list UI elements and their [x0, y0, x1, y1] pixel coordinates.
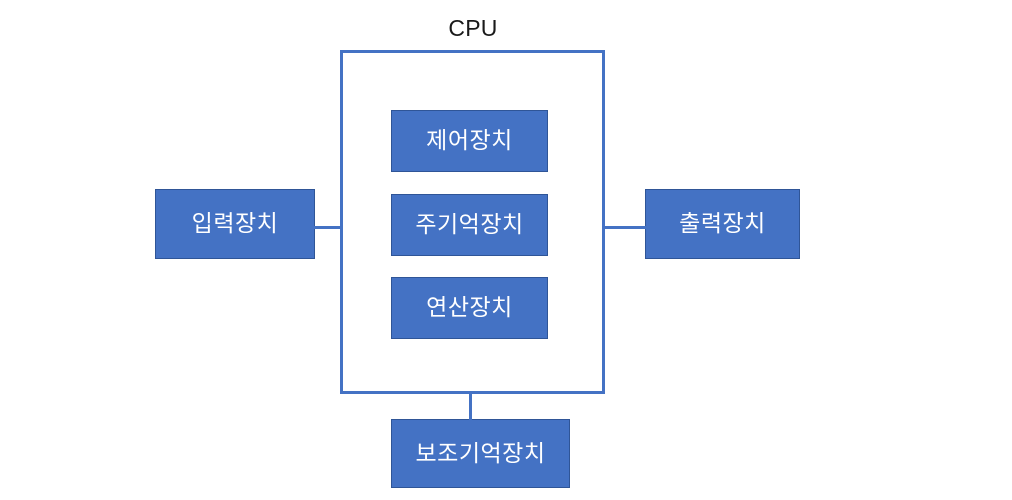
box-output-device-label: 출력장치: [679, 210, 766, 237]
box-main-memory-label: 주기억장치: [415, 211, 524, 238]
box-alu-label: 연산장치: [426, 294, 513, 321]
box-output-device[interactable]: 출력장치: [645, 189, 800, 259]
connector-input-to-cpu: [314, 226, 343, 229]
cpu-title-label: CPU: [448, 15, 498, 41]
box-input-device[interactable]: 입력장치: [155, 189, 315, 259]
box-secondary-storage-label: 보조기억장치: [415, 439, 546, 466]
box-control-unit-label: 제어장치: [426, 127, 513, 154]
box-alu[interactable]: 연산장치: [391, 277, 548, 339]
connector-cpu-to-output: [602, 226, 647, 229]
box-secondary-storage[interactable]: 보조기억장치: [391, 419, 570, 488]
box-input-device-label: 입력장치: [191, 210, 279, 237]
box-control-unit[interactable]: 제어장치: [391, 110, 548, 172]
connector-cpu-to-storage: [469, 392, 472, 421]
box-main-memory[interactable]: 주기억장치: [391, 194, 548, 256]
